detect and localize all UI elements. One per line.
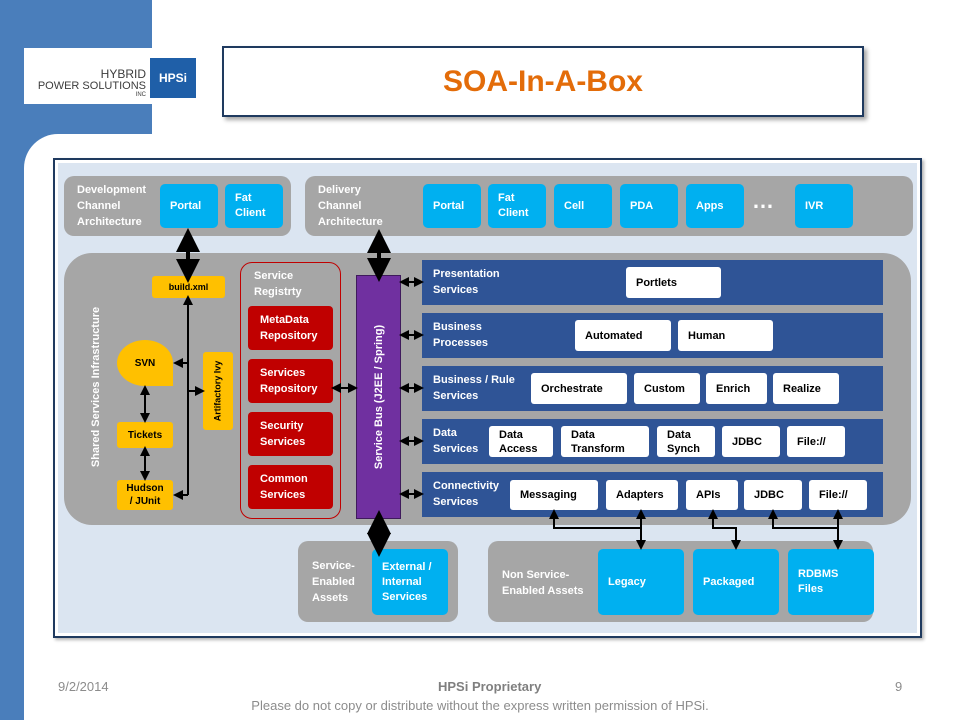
delivery-pda-box: PDA xyxy=(620,184,678,228)
dev-portal-box: Portal xyxy=(160,184,218,228)
delivery-ivr-box: IVR xyxy=(795,184,853,228)
automated-box: Automated xyxy=(575,320,671,351)
hudson-junit-box: Hudson/ JUnit xyxy=(117,480,173,510)
artifactory-ivy-box: Artifactory Ivy xyxy=(203,352,233,430)
packaged-box: Packaged xyxy=(693,549,779,615)
delivery-cell-box: Cell xyxy=(554,184,612,228)
custom-box: Custom xyxy=(634,373,700,404)
title-box: SOA-In-A-Box xyxy=(222,46,864,117)
footer-proprietary: HPSi Proprietary xyxy=(438,679,542,694)
delivery-ellipsis: … xyxy=(752,188,774,213)
realize-box: Realize xyxy=(773,373,839,404)
logo-line-3: INC xyxy=(135,92,146,98)
conn-file-box: File:// xyxy=(809,480,867,510)
data-file-box: File:// xyxy=(787,426,845,457)
logo-mark-text: HPSi xyxy=(158,71,187,85)
messaging-box: Messaging xyxy=(510,480,598,510)
delivery-portal-box: Portal xyxy=(423,184,481,228)
logo-line-1: HYBRID xyxy=(100,67,146,81)
non-service-enabled-assets-label: Non Service-Enabled Assets xyxy=(502,569,584,597)
conn-jdbc-box: JDBC xyxy=(744,480,802,510)
build-xml-box: build.xml xyxy=(152,276,225,298)
svn-box: SVN xyxy=(117,340,173,386)
legacy-box: Legacy xyxy=(598,549,684,615)
page-title: SOA-In-A-Box xyxy=(443,64,643,98)
enrich-box: Enrich xyxy=(706,373,767,404)
portlets-box: Portlets xyxy=(626,267,721,298)
footer-date: 9/2/2014 xyxy=(58,679,109,694)
data-jdbc-box: JDBC xyxy=(722,426,780,457)
adapters-box: Adapters xyxy=(606,480,678,510)
orchestrate-box: Orchestrate xyxy=(531,373,627,404)
company-logo: HYBRID POWER SOLUTIONS INC HPSi xyxy=(24,48,200,104)
logo-mark-icon: HPSi xyxy=(150,58,196,98)
footer-notice: Please do not copy or distribute without… xyxy=(251,698,709,713)
service-bus: Service Bus (J2EE / Spring) xyxy=(356,275,401,519)
delivery-apps-box: Apps xyxy=(686,184,744,228)
footer-page-number: 9 xyxy=(895,679,903,694)
tickets-box: Tickets xyxy=(117,422,173,448)
logo-line-2: POWER SOLUTIONS xyxy=(37,80,146,92)
apis-box: APIs xyxy=(686,480,738,510)
human-box: Human xyxy=(678,320,773,351)
